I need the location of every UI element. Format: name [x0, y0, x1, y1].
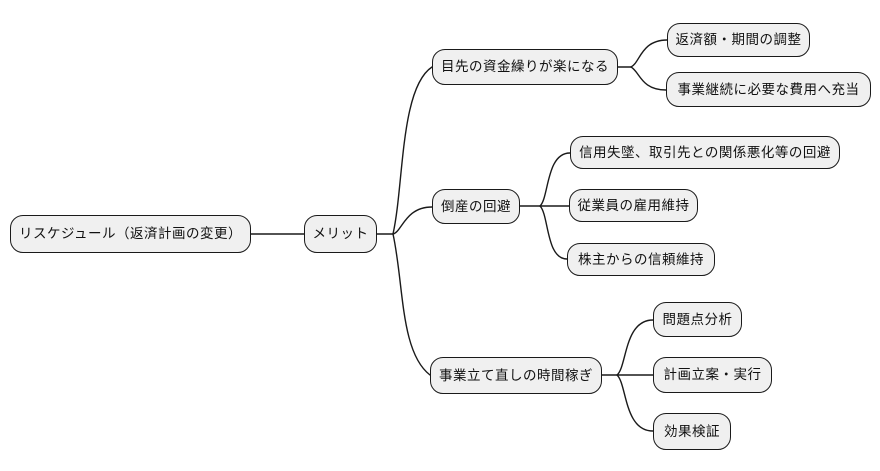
connector-merit-rebuild — [392, 233, 431, 376]
node-root: リスケジュール（返済計画の変更） — [10, 215, 251, 253]
node-leaf-repayment-adjustment: 返済額・期間の調整 — [667, 23, 810, 57]
node-leaf-credit-loss-avoidance: 信用失墜、取引先との関係悪化等の回避 — [570, 136, 840, 169]
node-merit: メリット — [304, 215, 377, 253]
node-leaf-employee-retention: 従業員の雇用維持 — [569, 189, 698, 222]
connector-rebuild-verify — [616, 374, 654, 432]
connector-cashflow-repayment — [630, 39, 668, 68]
connector-merit-cashflow — [392, 66, 433, 235]
connector-rebuild-problem — [616, 319, 654, 376]
node-branch-cashflow-relief: 目先の資金繰りが楽になる — [432, 49, 618, 85]
node-leaf-plan-execution: 計画立案・実行 — [653, 357, 772, 393]
node-leaf-business-continuity-funds: 事業継続に必要な費用へ充当 — [666, 72, 871, 107]
node-leaf-shareholder-trust: 株主からの信頼維持 — [567, 243, 715, 276]
connector-cashflow-funds — [630, 66, 667, 91]
connector-bankruptcy-shareholder — [539, 205, 568, 260]
connector-bankruptcy-credit — [539, 152, 571, 207]
node-branch-bankruptcy-avoidance: 倒産の回避 — [432, 189, 520, 224]
node-leaf-effect-verification: 効果検証 — [653, 413, 731, 450]
node-branch-business-rebuild-time: 事業立て直しの時間稼ぎ — [430, 357, 602, 394]
node-leaf-problem-analysis: 問題点分析 — [653, 302, 742, 337]
connector-merit-bankruptcy — [392, 206, 433, 235]
